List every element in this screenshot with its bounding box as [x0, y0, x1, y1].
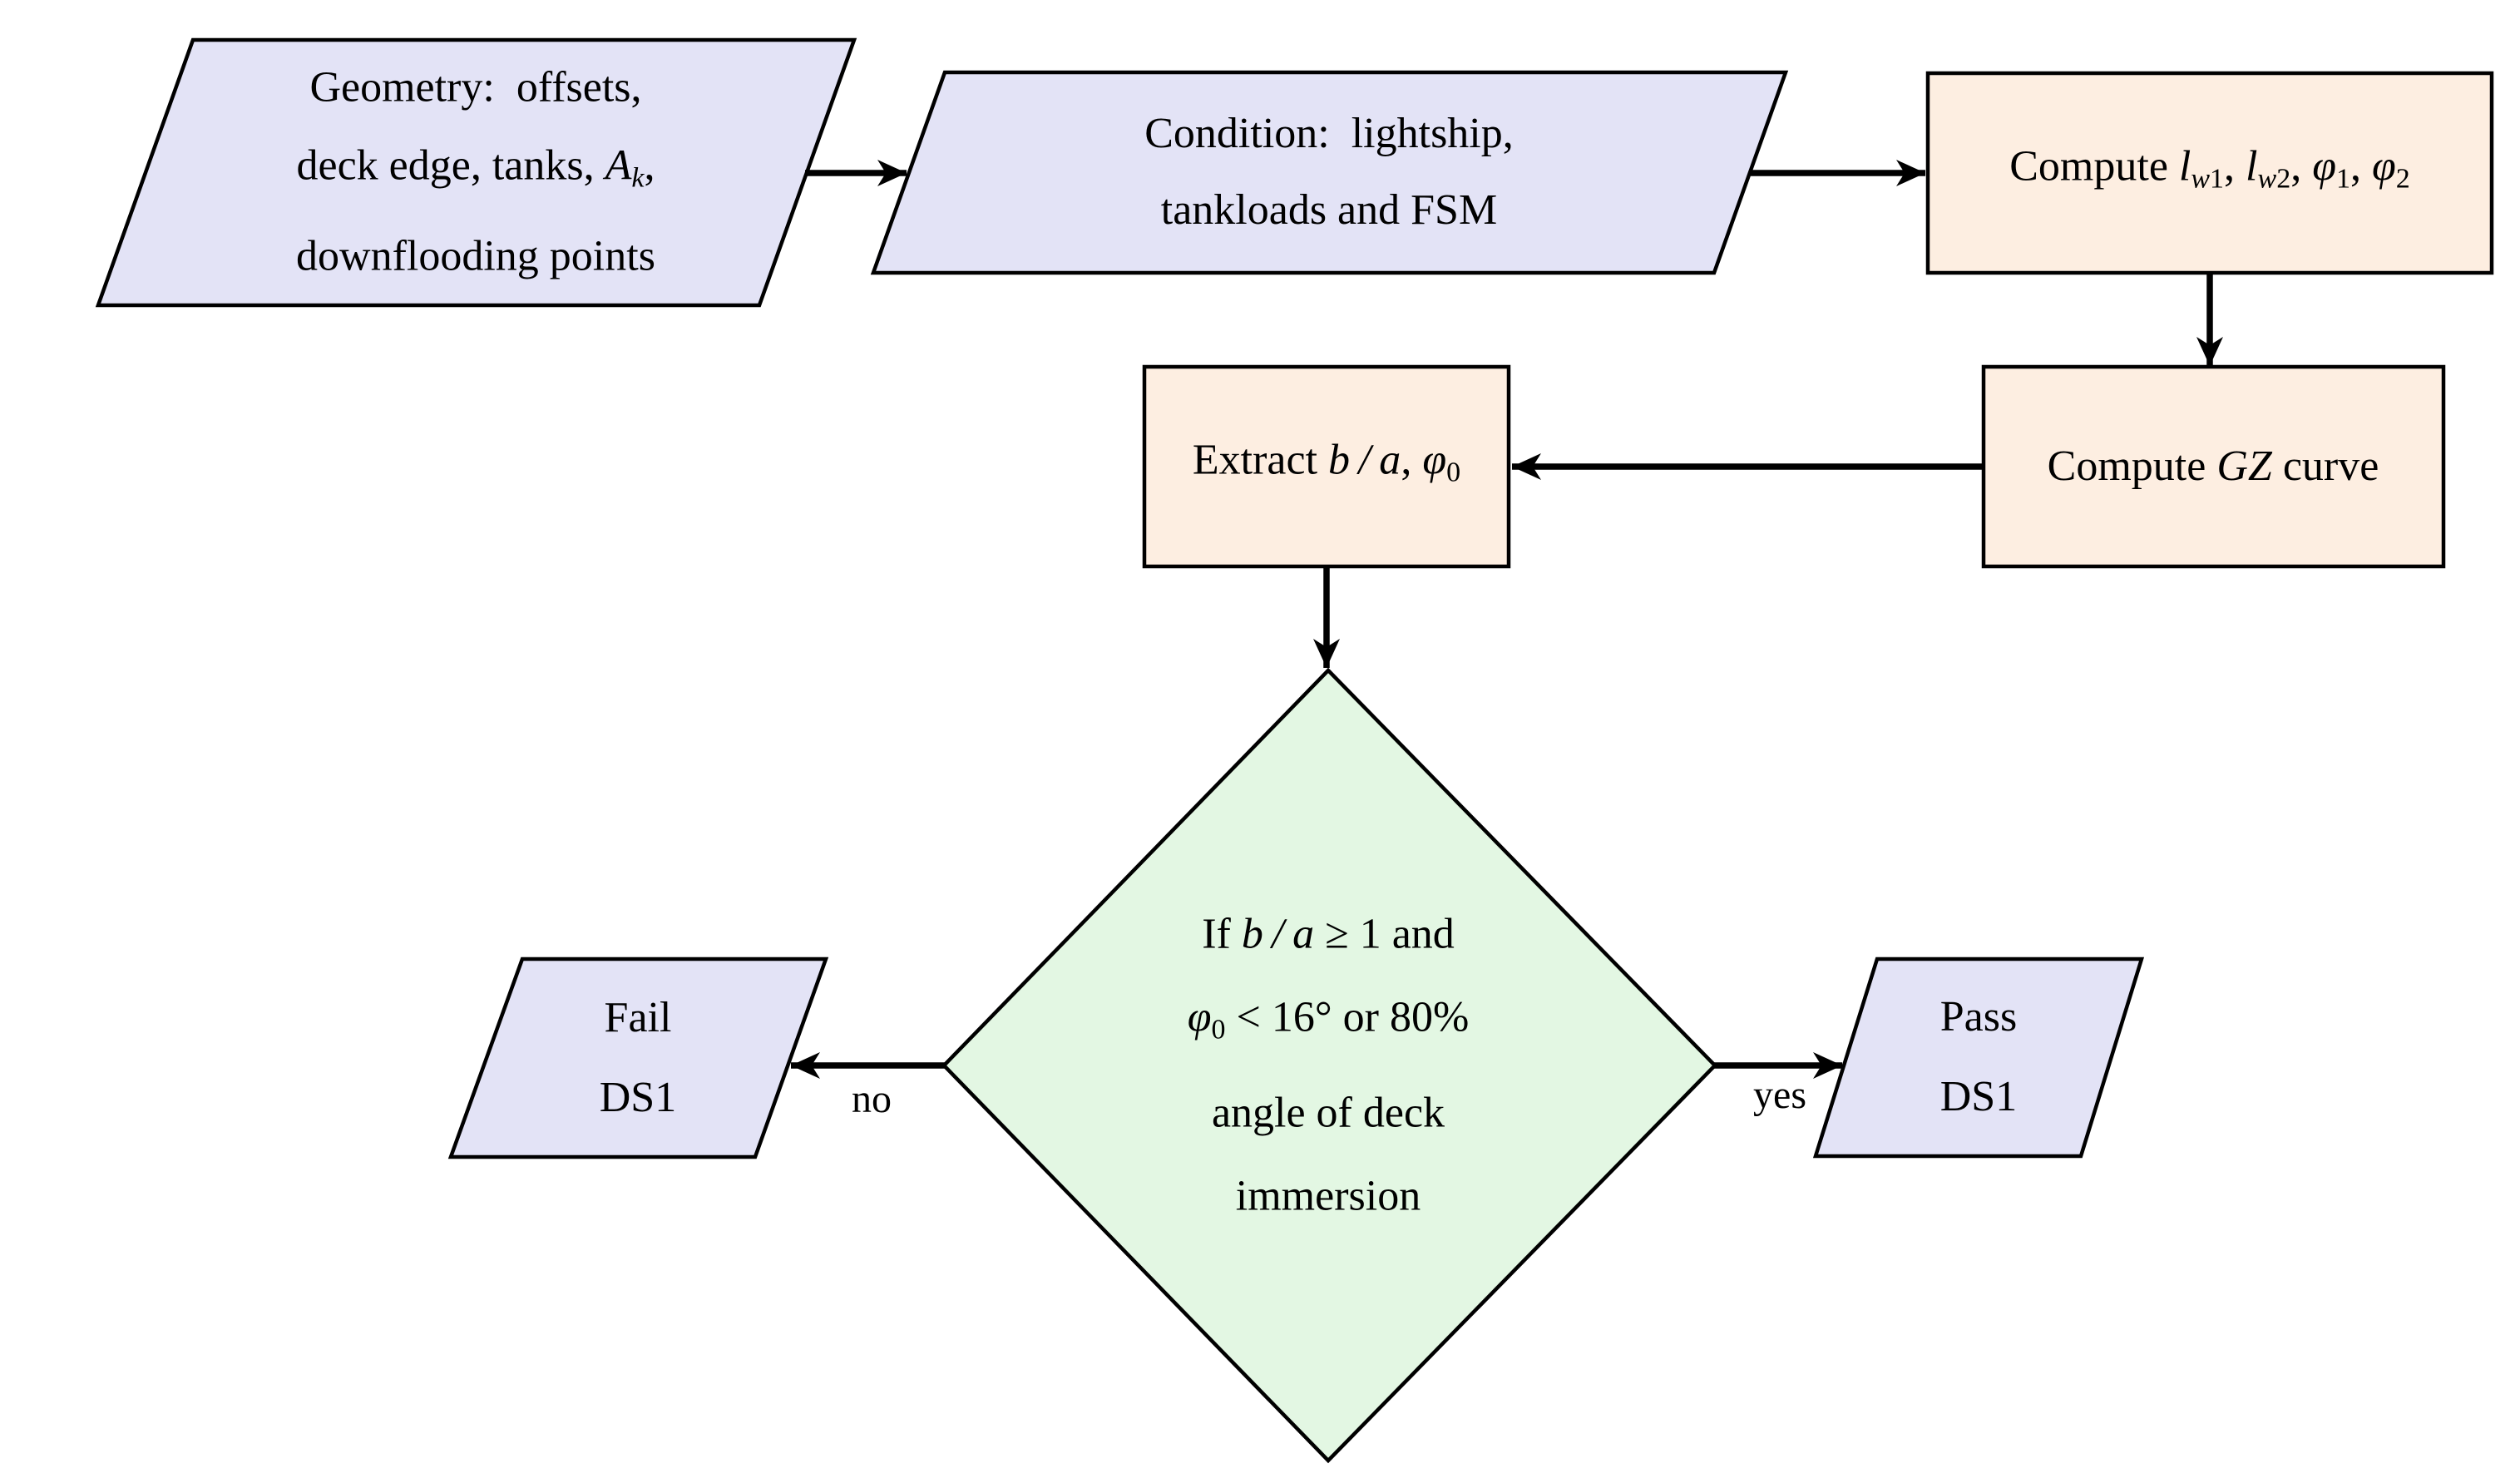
- text-line: If b / a ≥ 1 and: [1188, 893, 1470, 976]
- text-segment: 1: [2210, 163, 2225, 195]
- text-segment: l: [2246, 142, 2258, 190]
- text-segment: w2: [2258, 164, 2291, 195]
- text-segment: ,: [2350, 142, 2372, 190]
- text-segment: w: [2257, 163, 2277, 195]
- text-line: immersion: [1235, 1172, 1421, 1220]
- node-geometry-label: Geometry: offsets, deck edge, tanks, Ak,…: [296, 49, 655, 296]
- text-line: Compute GZ curve: [2048, 442, 2379, 492]
- text-segment: Compute: [2047, 442, 2217, 490]
- text-segment: < 16° or 80%: [1225, 993, 1470, 1041]
- text-line: DS1: [599, 1074, 677, 1121]
- text-line: Condition: lightship,: [1144, 110, 1514, 157]
- text-segment: w1: [2191, 164, 2224, 195]
- text-line: Pass: [1939, 993, 2018, 1041]
- edge-label-no: no: [852, 1077, 892, 1121]
- text-segment: GZ: [2216, 442, 2272, 490]
- node-decision-label: If b / a ≥ 1 and φ0 < 16° or 80% angle o…: [1188, 893, 1470, 1238]
- text-segment: curve: [2271, 442, 2379, 490]
- node-extract-label: Extract b / a, φ0: [1193, 436, 1460, 498]
- text-segment: If: [1202, 910, 1242, 958]
- text-segment: 1: [2335, 163, 2350, 195]
- text-segment: 0: [1446, 457, 1461, 488]
- text-line: angle of deck: [1211, 1089, 1445, 1137]
- text-line: tankloads and FSM: [1160, 186, 1498, 234]
- text-segment: φ: [1187, 993, 1212, 1041]
- text-segment: ,: [644, 141, 655, 190]
- node-pass-label: Pass DS1: [1940, 977, 2017, 1137]
- fail-output-shape: [447, 957, 829, 1159]
- text-segment: b / a: [1241, 910, 1315, 958]
- node-compute-lw-label: Compute lw1, lw2, φ1, φ2: [2009, 142, 2410, 205]
- text-segment: deck edge, tanks,: [296, 141, 605, 190]
- text-segment: Compute: [2009, 142, 2179, 190]
- decision-diamond-shape: [941, 667, 1718, 1464]
- condition-input-shape: [870, 70, 1789, 275]
- text-segment: b / a: [1328, 436, 1401, 484]
- text-segment: w: [2191, 163, 2211, 195]
- text-segment: l: [2178, 142, 2191, 190]
- text-line: Compute lw1, lw2, φ1, φ2: [2009, 142, 2410, 205]
- node-compute-gz-label: Compute GZ curve: [2048, 442, 2379, 492]
- text-line: φ0 < 16° or 80%: [1188, 976, 1470, 1072]
- text-line: Fail: [604, 994, 672, 1041]
- text-segment: k: [631, 162, 645, 194]
- text-line: DS1: [1939, 1073, 2018, 1120]
- text-segment: 2: [2395, 163, 2410, 195]
- edge-label-yes: yes: [1753, 1073, 1806, 1117]
- node-condition-label: Condition: lightship, tankloads and FSM: [1144, 96, 1514, 249]
- text-segment: A: [605, 141, 632, 190]
- pass-output-shape: [1812, 957, 2145, 1159]
- text-line: deck edge, tanks, Ak,: [296, 127, 655, 218]
- text-segment: 0: [1211, 1014, 1226, 1046]
- text-segment: ,: [2224, 142, 2246, 190]
- text-segment: 2: [2276, 163, 2291, 195]
- geometry-input-shape: [95, 37, 857, 308]
- text-line: Geometry: offsets,: [309, 63, 642, 111]
- text-segment: Extract: [1192, 436, 1329, 484]
- text-line: Extract b / a, φ0: [1193, 436, 1460, 498]
- text-segment: ,: [2290, 142, 2313, 190]
- node-fail-label: Fail DS1: [600, 978, 676, 1138]
- text-segment: φ: [2312, 142, 2336, 190]
- text-line: downflooding points: [296, 232, 655, 280]
- text-segment: ≥ 1 and: [1314, 910, 1455, 958]
- extract-process-shape: [1142, 364, 1511, 569]
- compute-lw-process-shape: [1925, 71, 2494, 275]
- text-segment: φ: [2371, 142, 2396, 190]
- text-segment: φ: [1422, 436, 1447, 484]
- text-segment: ,: [1401, 436, 1423, 484]
